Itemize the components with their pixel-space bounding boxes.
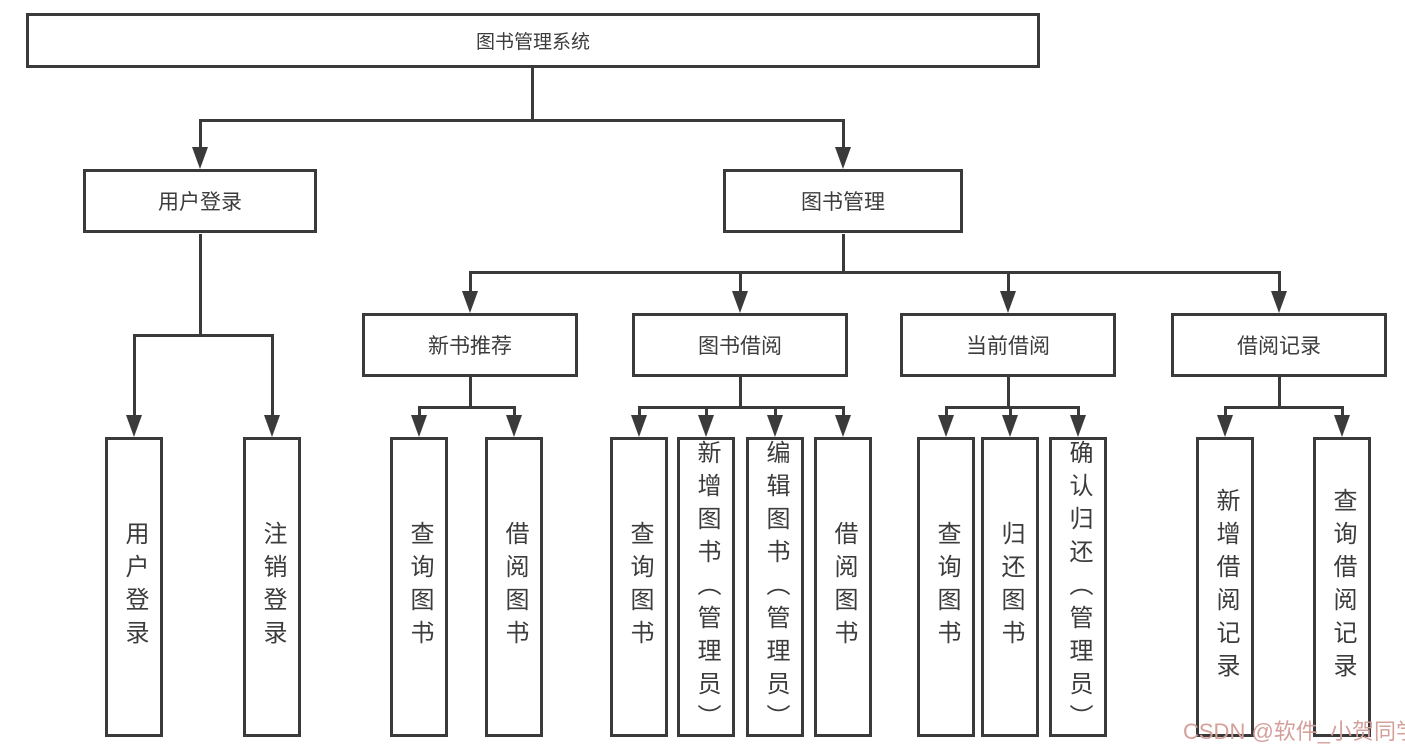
connector-line [944, 406, 1080, 409]
connector-line [637, 406, 641, 418]
arrowhead-icon [411, 415, 427, 437]
leaf-query-books-borrowing-label: 查询图书 [626, 521, 653, 653]
node-current-borrowing-label: 当前借阅 [966, 335, 1050, 358]
leaf-user-login-label: 用户登录 [121, 521, 148, 653]
node-root-label: 图书管理系统 [475, 32, 590, 53]
arrowhead-icon [506, 415, 522, 437]
connector-line [1340, 406, 1344, 418]
connector-line [1223, 406, 1227, 418]
connector-line [270, 334, 274, 418]
connector-line [468, 377, 472, 407]
node-borrowing-records-label: 借阅记录 [1237, 335, 1321, 358]
connector-line [1277, 377, 1281, 407]
leaf-add-borrow-record: 新增借阅记录 [1196, 437, 1254, 737]
leaf-return-book-label: 归还图书 [997, 521, 1024, 653]
connector-line [1223, 406, 1344, 409]
connector-line [841, 119, 845, 150]
leaf-query-books-current-label: 查询图书 [933, 521, 960, 653]
arrowhead-icon [698, 415, 714, 437]
leaf-borrow-books-borrowing: 借阅图书 [814, 437, 872, 737]
leaf-logout-label: 注销登录 [259, 521, 286, 653]
node-book-management: 图书管理 [723, 169, 963, 233]
arrowhead-icon [462, 291, 478, 313]
node-book-borrowing-label: 图书借阅 [698, 335, 782, 358]
arrowhead-icon [1070, 415, 1086, 437]
connector-line [704, 406, 708, 418]
csdn-watermark: CSDN @软件_小贺同学 [1183, 719, 1405, 744]
connector-line [468, 271, 472, 293]
connector-line [773, 406, 777, 418]
leaf-query-books-recommend-label: 查询图书 [406, 521, 433, 653]
arrowhead-icon [1217, 415, 1233, 437]
node-root: 图书管理系统 [26, 13, 1040, 68]
leaf-add-borrow-record-label: 新增借阅记录 [1212, 488, 1239, 686]
connector-line [637, 406, 845, 409]
connector-line [738, 271, 742, 293]
arrowhead-icon [264, 415, 280, 437]
node-user-login: 用户登录 [83, 169, 317, 233]
connector-line [841, 234, 845, 271]
node-new-book-recommend-label: 新书推荐 [428, 335, 512, 358]
leaf-add-book-admin: 新增图书（管理员） [677, 437, 735, 737]
connector-line [132, 334, 136, 418]
connector-line [738, 377, 742, 407]
node-user-login-label: 用户登录 [158, 191, 242, 214]
leaf-borrow-books-recommend: 借阅图书 [485, 437, 543, 737]
arrowhead-icon [835, 415, 851, 437]
arrowhead-icon [192, 147, 208, 169]
connector-line [944, 406, 948, 418]
connector-line [1076, 406, 1080, 418]
node-current-borrowing: 当前借阅 [900, 313, 1116, 377]
leaf-query-borrow-record: 查询借阅记录 [1313, 437, 1371, 737]
connector-line [198, 234, 202, 334]
node-book-borrowing: 图书借阅 [632, 313, 848, 377]
leaf-edit-book-admin: 编辑图书（管理员） [746, 437, 804, 737]
connector-line [132, 334, 274, 337]
leaf-borrow-books-recommend-label: 借阅图书 [501, 521, 528, 653]
connector-line [417, 406, 421, 418]
arrowhead-icon [1271, 291, 1287, 313]
arrowhead-icon [126, 415, 142, 437]
arrowhead-icon [732, 291, 748, 313]
node-borrowing-records: 借阅记录 [1171, 313, 1387, 377]
leaf-logout: 注销登录 [243, 437, 301, 737]
connector-line [530, 68, 534, 120]
connector-line [417, 406, 516, 409]
arrowhead-icon [1000, 291, 1016, 313]
leaf-add-book-admin-label: 新增图书（管理员） [693, 440, 720, 737]
leaf-confirm-return-admin: 确认归还（管理员） [1049, 437, 1107, 737]
leaf-confirm-return-admin-label: 确认归还（管理员） [1065, 440, 1092, 737]
leaf-borrow-books-borrowing-label: 借阅图书 [830, 521, 857, 653]
leaf-query-borrow-record-label: 查询借阅记录 [1329, 488, 1356, 686]
connector-line [198, 119, 202, 150]
leaf-edit-book-admin-label: 编辑图书（管理员） [762, 440, 789, 737]
arrowhead-icon [767, 415, 783, 437]
arrowhead-icon [1334, 415, 1350, 437]
connector-line [1277, 271, 1281, 293]
connector-line [468, 271, 1281, 274]
node-book-management-label: 图书管理 [801, 191, 885, 214]
node-new-book-recommend: 新书推荐 [362, 313, 578, 377]
connector-line [1006, 377, 1010, 407]
connector-line [198, 119, 845, 122]
connector-line [512, 406, 516, 418]
connector-line [1006, 271, 1010, 293]
leaf-return-book: 归还图书 [981, 437, 1039, 737]
arrowhead-icon [835, 147, 851, 169]
connector-line [841, 406, 845, 418]
arrowhead-icon [938, 415, 954, 437]
arrowhead-icon [1002, 415, 1018, 437]
arrowhead-icon [631, 415, 647, 437]
leaf-query-books-recommend: 查询图书 [390, 437, 448, 737]
leaf-query-books-borrowing: 查询图书 [610, 437, 668, 737]
connector-line [1008, 406, 1012, 418]
leaf-query-books-current: 查询图书 [917, 437, 975, 737]
leaf-user-login: 用户登录 [105, 437, 163, 737]
